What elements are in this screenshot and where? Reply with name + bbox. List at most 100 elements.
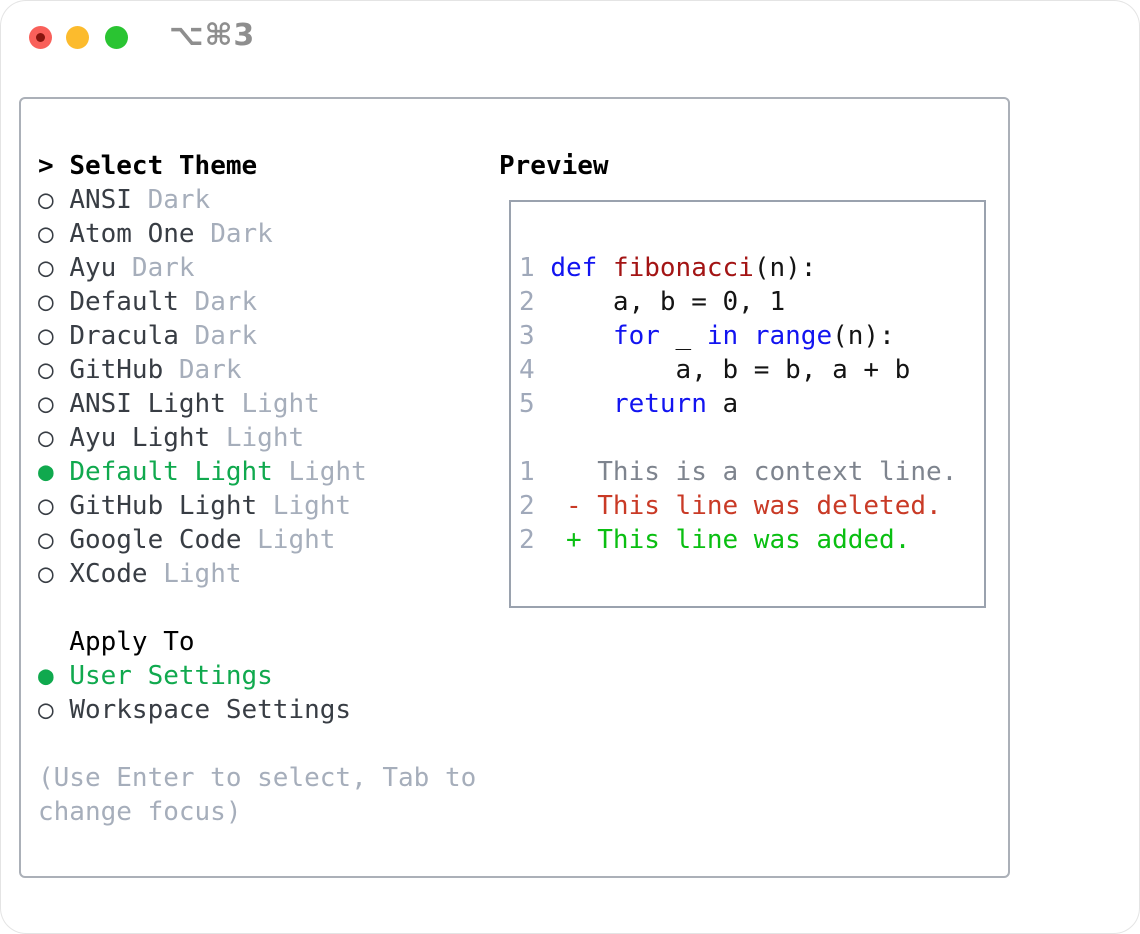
radio-icon: ● bbox=[38, 661, 70, 691]
radio-icon: ○ bbox=[38, 321, 70, 351]
apply-option-label: Workspace Settings bbox=[69, 695, 352, 725]
spacer-row bbox=[38, 727, 476, 761]
theme-option-xcode[interactable]: ○ XCode Light bbox=[38, 557, 476, 591]
hint-text: change focus) bbox=[38, 795, 476, 829]
theme-option-dracula[interactable]: ○ Dracula Dark bbox=[38, 319, 476, 353]
code-token bbox=[550, 525, 566, 555]
theme-option-atom-one[interactable]: ○ Atom One Dark bbox=[38, 217, 476, 251]
window-title: ⌥⌘3 bbox=[169, 18, 256, 53]
theme-variant: Light bbox=[257, 491, 352, 521]
code-token: a, b = b, a + b bbox=[550, 355, 911, 385]
maximize-button[interactable] bbox=[105, 26, 128, 49]
apply-to-header: Apply To bbox=[38, 625, 476, 659]
theme-picker: > Select Theme○ ANSI Dark○ Atom One Dark… bbox=[38, 149, 476, 829]
theme-variant: Light bbox=[272, 457, 367, 487]
unsaved-dot-icon bbox=[36, 33, 45, 42]
code-token bbox=[550, 321, 613, 351]
theme-name: ANSI bbox=[69, 185, 132, 215]
theme-variant: Light bbox=[210, 423, 305, 453]
theme-name: Default Light bbox=[69, 457, 273, 487]
minimize-button[interactable] bbox=[66, 26, 89, 49]
code-token bbox=[550, 389, 613, 419]
theme-name: GitHub Light bbox=[69, 491, 258, 521]
code-token bbox=[597, 253, 613, 283]
radio-icon: ○ bbox=[38, 219, 70, 249]
theme-option-ayu[interactable]: ○ Ayu Dark bbox=[38, 251, 476, 285]
theme-option-ansi[interactable]: ○ ANSI Dark bbox=[38, 183, 476, 217]
radio-icon: ○ bbox=[38, 423, 70, 453]
code-line: 4 a, b = b, a + b bbox=[519, 353, 984, 387]
code-token: a, b = 0, 1 bbox=[550, 287, 786, 317]
radio-icon: ○ bbox=[38, 491, 70, 521]
theme-list-header-label: Select Theme bbox=[69, 151, 258, 181]
theme-option-default-light[interactable]: ● Default Light Light bbox=[38, 455, 476, 489]
theme-name: XCode bbox=[69, 559, 148, 589]
hint-text: (Use Enter to select, Tab to bbox=[38, 761, 476, 795]
code-token: return bbox=[612, 389, 707, 419]
code-line: 2 - This line was deleted. bbox=[519, 489, 984, 523]
code-token: fibonacci bbox=[612, 253, 754, 283]
code-token: (n): bbox=[832, 321, 895, 351]
theme-name: ANSI Light bbox=[69, 389, 226, 419]
code-line-number: 1 bbox=[519, 253, 551, 283]
code-line-number: 1 bbox=[519, 457, 551, 487]
apply-option-user-settings[interactable]: ● User Settings bbox=[38, 659, 476, 693]
code-line-number: 5 bbox=[519, 389, 551, 419]
theme-name: Ayu bbox=[69, 253, 117, 283]
theme-name: Google Code bbox=[69, 525, 242, 555]
theme-variant: Dark bbox=[178, 287, 258, 317]
theme-variant: Dark bbox=[178, 321, 258, 351]
radio-icon: ○ bbox=[38, 287, 70, 317]
theme-variant: Dark bbox=[116, 253, 195, 283]
theme-variant: Dark bbox=[131, 185, 211, 215]
code-token: _ bbox=[659, 321, 707, 351]
close-button[interactable] bbox=[29, 26, 52, 49]
theme-name: Dracula bbox=[69, 321, 179, 351]
code-token: This is a context line. bbox=[550, 457, 958, 487]
code-token: for bbox=[612, 321, 660, 351]
theme-option-default[interactable]: ○ Default Dark bbox=[38, 285, 476, 319]
radio-icon: ○ bbox=[38, 185, 70, 215]
spacer-row bbox=[38, 591, 476, 625]
theme-name: Atom One bbox=[69, 219, 195, 249]
code-token: def bbox=[550, 253, 598, 283]
apply-option-workspace-settings[interactable]: ○ Workspace Settings bbox=[38, 693, 476, 727]
apply-option-label: User Settings bbox=[69, 661, 273, 691]
theme-option-ayu-light[interactable]: ○ Ayu Light Light bbox=[38, 421, 476, 455]
code-line: 2 + This line was added. bbox=[519, 523, 984, 557]
theme-name: Ayu Light bbox=[69, 423, 211, 453]
code-token: a bbox=[706, 389, 739, 419]
code-line-number: 3 bbox=[519, 321, 551, 351]
theme-option-ansi-light[interactable]: ○ ANSI Light Light bbox=[38, 387, 476, 421]
theme-variant: Light bbox=[241, 525, 336, 555]
theme-name: GitHub bbox=[69, 355, 164, 385]
theme-name: Default bbox=[69, 287, 179, 317]
theme-list-header: > Select Theme bbox=[38, 149, 476, 183]
code-token: + This line was added. bbox=[565, 525, 911, 555]
radio-icon: ○ bbox=[38, 389, 70, 419]
theme-variant: Dark bbox=[194, 219, 273, 249]
radio-icon: ○ bbox=[38, 695, 70, 725]
preview-title: Preview bbox=[499, 151, 609, 181]
theme-variant: Light bbox=[225, 389, 320, 419]
apply-to-label: Apply To bbox=[38, 627, 195, 657]
radio-icon: ○ bbox=[38, 253, 70, 283]
code-line: 3 for _ in range(n): bbox=[519, 319, 984, 353]
focus-caret-icon: > bbox=[38, 151, 70, 181]
radio-icon: ○ bbox=[38, 355, 70, 385]
code-token bbox=[738, 321, 754, 351]
theme-option-github-light[interactable]: ○ GitHub Light Light bbox=[38, 489, 476, 523]
radio-icon: ○ bbox=[38, 559, 70, 589]
radio-icon: ○ bbox=[38, 525, 70, 555]
code-token: range bbox=[753, 321, 833, 351]
hint-line: (Use Enter to select, Tab to bbox=[38, 763, 477, 793]
radio-icon: ● bbox=[38, 457, 70, 487]
code-line: 1 This is a context line. bbox=[519, 455, 984, 489]
theme-option-google-code[interactable]: ○ Google Code Light bbox=[38, 523, 476, 557]
code-token bbox=[550, 491, 566, 521]
code-line: 5 return a bbox=[519, 387, 984, 421]
code-line-number: 4 bbox=[519, 355, 551, 385]
code-token: - This line was deleted. bbox=[565, 491, 942, 521]
theme-option-github[interactable]: ○ GitHub Dark bbox=[38, 353, 476, 387]
code-line-number: 2 bbox=[519, 525, 551, 555]
